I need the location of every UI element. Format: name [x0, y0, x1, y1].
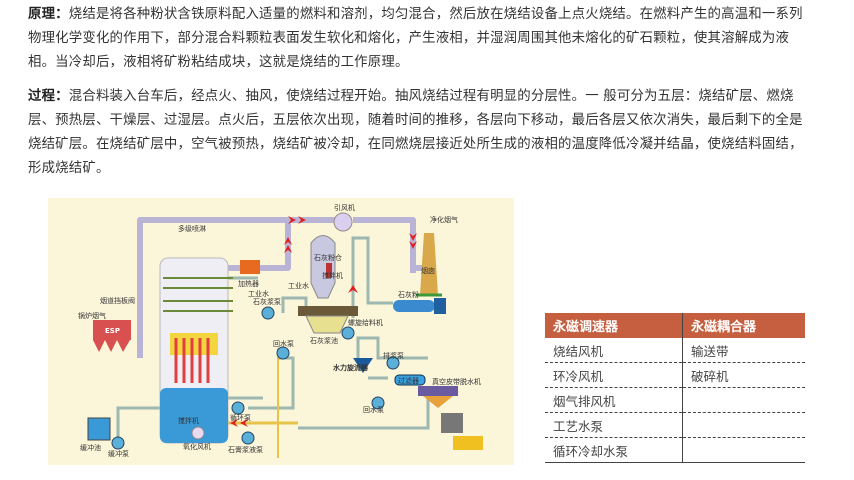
header-coupler: 永磁耦合器 — [682, 313, 805, 338]
label-chimney: 烟囱 — [421, 266, 435, 275]
label-screw-feeder: 螺旋给料机 — [348, 318, 383, 327]
label-esp: ESP — [105, 327, 120, 335]
label-cyclone: 水力旋流器 — [333, 363, 369, 372]
cell — [682, 437, 805, 463]
label-industrial-water: 工业水 — [248, 289, 269, 298]
table-row: 环冷风机破碎机 — [545, 362, 805, 388]
label-industrial-water-2: 工业水 — [288, 281, 309, 290]
label-lime-pump: 石灰浆泵 — [253, 297, 281, 306]
label-mixer: 搅拌机 — [322, 271, 343, 280]
header-speed-regulator: 永磁调速器 — [545, 313, 683, 338]
label-return-pump: 回水泵 — [273, 339, 294, 348]
table-row: 循环冷却水泵 — [545, 437, 805, 463]
label-damper: 烟道挡板阀 — [100, 296, 135, 305]
cell: 工艺水泵 — [545, 412, 683, 438]
principle-label: 原理： — [28, 7, 69, 22]
permanent-magnet-table: 永磁调速器 永磁耦合器 烧结风机输送带 环冷风机破碎机 烟气排风机 工艺水泵 循… — [545, 313, 805, 463]
label-fan: 引风机 — [334, 203, 355, 212]
desulfurization-process-diagram: 多级喷淋 加热器 工业水 烟道挡板阀 锅炉烟气 ESP 引风机 净化烟气 石灰粉… — [48, 198, 514, 465]
process-label: 过程： — [28, 89, 69, 104]
label-lime-powder: 石灰粉 — [398, 290, 419, 299]
cell: 输送带 — [682, 338, 805, 363]
process-text: 混合料装入台车后，经点火、抽风，使烧结过程开始。抽风烧结过程有明显的分层性。一 … — [28, 89, 803, 176]
label-buffer-pool: 缓冲池 — [80, 443, 101, 452]
label-circ-pump: 循环泵 — [230, 413, 251, 422]
principle-text: 烧结是将各种粉状含铁原料配入适量的燃料和溶剂，均匀混合，然后放在烧结设备上点火烧… — [28, 7, 803, 70]
label-spray: 多级喷淋 — [178, 224, 206, 233]
label-filter: 过滤器 — [398, 376, 419, 385]
process-paragraph: 过程：混合料装入台车后，经点火、抽风，使烧结过程开始。抽风烧结过程有明显的分层性… — [28, 85, 808, 181]
diagram-labels: 多级喷淋 加热器 工业水 烟道挡板阀 锅炉烟气 ESP 引风机 净化烟气 石灰粉… — [78, 203, 481, 458]
cell: 环冷风机 — [545, 362, 683, 388]
cell — [682, 387, 805, 413]
label-boiler-gas: 锅炉烟气 — [78, 311, 106, 320]
label-discharge-pump: 排浆泵 — [383, 351, 404, 360]
cell: 烧结风机 — [545, 338, 683, 363]
label-gypsum-pump: 石膏浆液泵 — [228, 445, 263, 454]
principle-paragraph: 原理：烧结是将各种粉状含铁原料配入适量的燃料和溶剂，均匀混合，然后放在烧结设备上… — [28, 3, 808, 75]
label-oxidation-fan: 氧化风机 — [183, 442, 211, 451]
cell — [682, 412, 805, 438]
cell: 循环冷却水泵 — [545, 437, 683, 463]
table-row: 烧结风机输送带 — [545, 338, 805, 363]
label-belt-filter: 真空皮带脱水机 — [432, 377, 481, 386]
table-row: 工艺水泵 — [545, 412, 805, 438]
table-row: 烟气排风机 — [545, 387, 805, 413]
label-clean-gas: 净化烟气 — [430, 215, 458, 224]
label-return-pump-2: 回水泵 — [363, 405, 384, 414]
label-lime-silo: 石灰粉仓 — [314, 253, 342, 262]
label-heater: 加热器 — [238, 279, 259, 288]
label-mixer-2: 搅拌机 — [178, 416, 199, 425]
label-buffer-pump: 缓冲泵 — [108, 449, 129, 458]
cell: 烟气排风机 — [545, 387, 683, 413]
cell: 破碎机 — [682, 362, 805, 388]
label-lime-pool: 石灰浆池 — [310, 336, 338, 345]
